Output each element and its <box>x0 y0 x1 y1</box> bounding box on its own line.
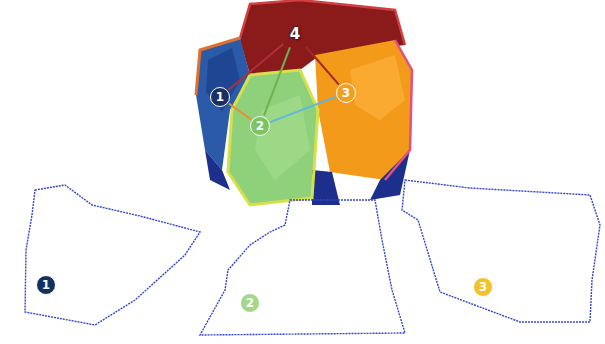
callout-number: 2 <box>256 120 264 132</box>
callout-circle: 1 <box>210 87 230 107</box>
leader-line <box>264 47 290 115</box>
callout-number: 3 <box>479 281 487 293</box>
callout-circle: 3 <box>473 277 493 297</box>
callout-circle: 3 <box>336 83 356 103</box>
leader-line <box>229 103 251 119</box>
callout-circle: 2 <box>240 293 260 313</box>
callout-number: 2 <box>246 297 254 309</box>
leader-line <box>306 47 339 85</box>
callout-number: 3 <box>342 87 350 99</box>
callout-label: 4 <box>286 24 305 45</box>
fragment-model <box>196 0 412 205</box>
callout-circle: 2 <box>250 116 270 136</box>
callout-circle: 1 <box>36 275 56 295</box>
callout-number: 4 <box>290 27 300 42</box>
leader-line <box>270 97 335 122</box>
face-outlines <box>25 180 600 335</box>
callout-number: 1 <box>216 91 224 103</box>
callout-number: 1 <box>42 279 50 291</box>
leader-line <box>228 44 283 90</box>
